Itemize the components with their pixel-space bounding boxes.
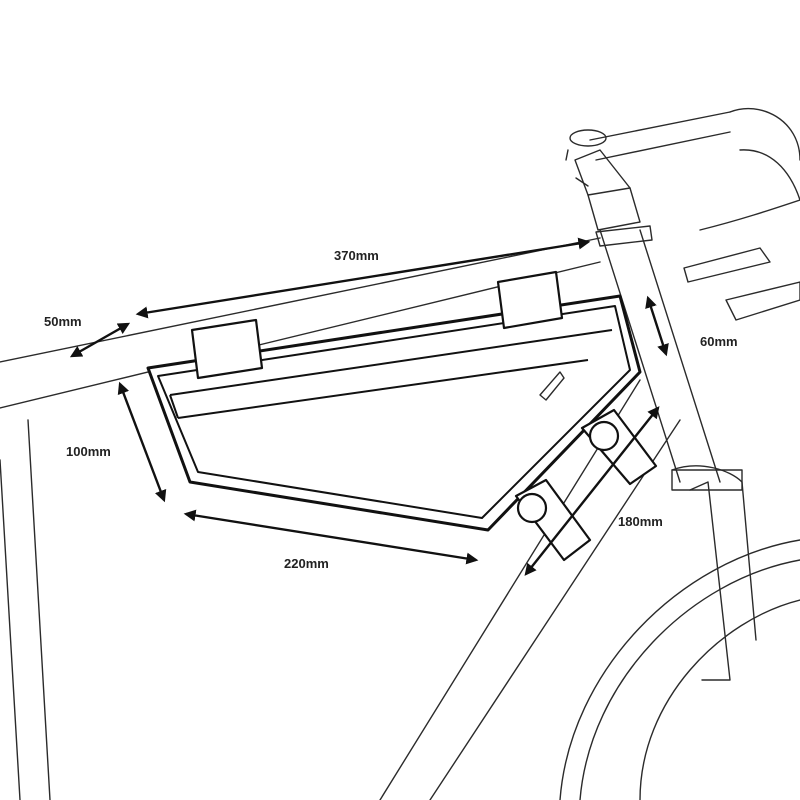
label-60mm: 60mm xyxy=(700,334,738,349)
bicycle-frame xyxy=(0,107,800,800)
dim-line-100 xyxy=(117,381,167,503)
label-100mm: 100mm xyxy=(66,444,111,459)
dimension-labels: 370mm 50mm 60mm 100mm 220mm 180mm xyxy=(44,248,738,571)
strap-top-rear xyxy=(190,318,264,380)
brake-lever-bottom xyxy=(725,281,800,321)
stem-cap xyxy=(565,149,589,187)
front-wheel-outer xyxy=(639,599,800,800)
bag-zipper xyxy=(169,329,613,419)
handlebar xyxy=(589,111,731,161)
seat-tube xyxy=(0,419,51,800)
label-370mm: 370mm xyxy=(334,248,379,263)
bag-top-edge xyxy=(169,394,179,419)
label-50mm: 50mm xyxy=(44,314,82,329)
dim-line-220 xyxy=(183,509,479,565)
front-wheel-inner xyxy=(579,559,800,800)
frame-bag xyxy=(146,294,642,532)
dim-line-50 xyxy=(69,322,131,358)
fork xyxy=(671,465,757,681)
strap-buckle-upper xyxy=(588,420,620,452)
brake-lever-top xyxy=(683,247,771,283)
strap-down-upper xyxy=(580,408,658,486)
headset xyxy=(587,187,653,247)
stem-bolt xyxy=(569,129,607,147)
bar-wrap xyxy=(699,199,800,231)
front-wheel-rim xyxy=(559,539,800,800)
strap-buckle-lower xyxy=(516,492,548,524)
dimension-lines xyxy=(69,237,669,576)
zipper-pull xyxy=(539,371,565,401)
label-220mm: 220mm xyxy=(284,556,329,571)
label-180mm: 180mm xyxy=(618,514,663,529)
dim-line-60 xyxy=(645,295,669,357)
dim-line-180 xyxy=(524,406,660,576)
strap-top-front xyxy=(496,270,564,330)
dim-line-370 xyxy=(135,237,591,319)
stem xyxy=(574,149,631,196)
fork-crown xyxy=(671,469,743,491)
handlebar-drop xyxy=(729,107,800,201)
